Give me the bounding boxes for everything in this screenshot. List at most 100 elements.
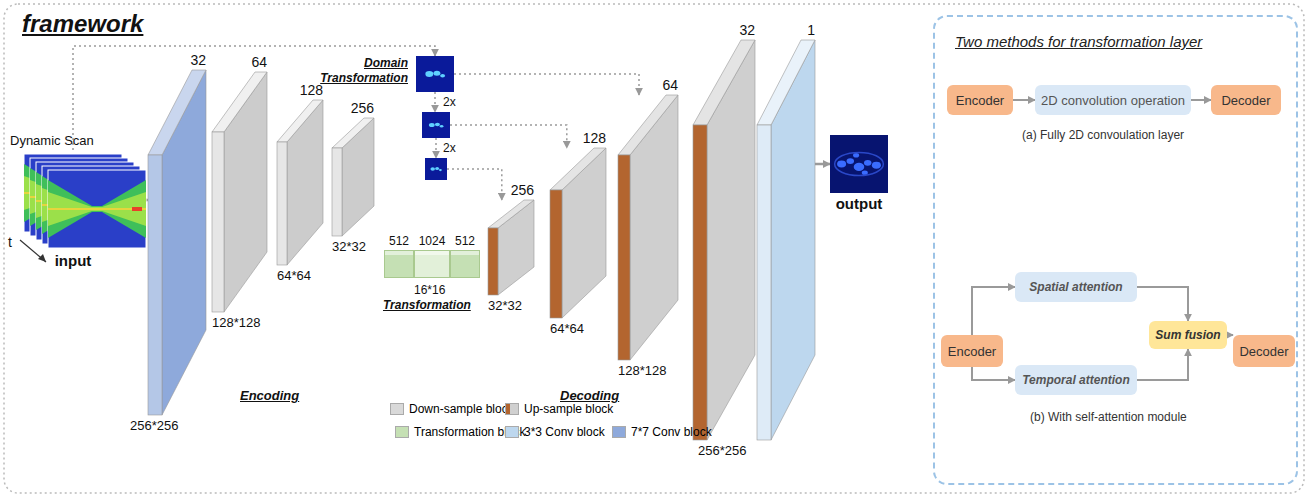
block-front [550,190,562,318]
diagram-title: framework [22,10,143,38]
block-shape [488,200,534,295]
block-front [148,155,162,415]
feature-size: 128*128 [212,315,260,330]
channel-count: 32 [190,52,206,68]
sinogram-frame [48,170,146,248]
connector [1137,349,1188,380]
process-box: 2D convolution operation [1035,85,1191,115]
image-spot [847,158,855,164]
pet-image [830,135,888,193]
frame-line [48,208,146,210]
box-label: Spatial attention [1029,280,1122,294]
legend-swatch [612,426,626,438]
box-label: Encoder [956,93,1004,108]
pet-image [416,56,454,92]
annotation: (b) With self-attention module [1030,410,1187,424]
connector [1137,287,1188,321]
legend-item: 3*3 Conv block [505,425,605,439]
layer-block: 32256*256 [148,70,206,415]
frame-core [48,192,146,226]
time-arrowhead [38,254,46,262]
image-ground [422,112,450,138]
connector [435,138,437,158]
scale-label: 2x [443,141,456,155]
image-spot [429,123,435,127]
legend-text: 3*3 Conv block [524,425,605,439]
legend-swatch [505,426,519,438]
annotation: 16*16 [414,283,445,297]
feature-size: 128*128 [618,363,666,378]
channel-count: 64 [251,54,267,70]
layer-block: 32256*256 [693,40,755,440]
connector [972,287,1015,335]
feature-size: 64*64 [277,268,311,283]
annotation: Encoding [240,388,299,403]
legend-swatch [505,403,519,415]
box-label: Sum fusion [1155,328,1220,342]
image-spot [430,167,435,171]
connector [1227,334,1233,336]
frame-band [48,180,146,238]
channel-count: 128 [583,130,606,146]
image-node: 2x [422,112,450,138]
process-box: Sum fusion [1149,321,1227,349]
pet-image [425,158,447,180]
box-label: Decoder [1239,344,1288,359]
image-node: 2x [425,158,447,180]
block-shape [212,72,267,312]
channel-count: 512 [451,234,479,248]
legend-text: 7*7 Conv block [631,425,712,439]
connector [1191,99,1211,101]
block-front [757,125,771,440]
legend-item: 7*7 Conv block [612,425,712,439]
channel-count: 1 [807,22,815,38]
transformation-block: 512 [450,250,480,278]
image-spot [439,169,442,171]
block-top [488,200,534,228]
domain-label: Domain Transformation [316,56,408,86]
layer-block: 64128*128 [618,95,678,360]
feature-size: 256*256 [698,443,746,458]
process-box: Spatial attention [1015,272,1137,302]
block-front [488,228,498,295]
image-node: Domain Transformation [416,56,454,92]
feature-size: 256*256 [130,418,178,433]
frame-ground [48,170,146,248]
block-front [332,148,342,236]
annotation: Decoding [560,388,619,403]
layer-block: 64128*128 [212,72,267,312]
layer-block: 1 [757,40,815,440]
block-shape [757,40,815,440]
layer-block: 12864*64 [550,148,606,318]
process-box: Encoder [947,85,1013,115]
block-top [212,72,267,132]
block-top [148,70,206,155]
image-spot [425,71,433,77]
image-node: Dynamic Scaninput [8,150,138,250]
process-box: Decoder [1211,85,1281,115]
image-spot [853,153,859,158]
image-spot [837,161,846,168]
layer-block: 25632*32 [488,200,534,295]
connector [815,163,830,166]
legend-item: Down-sample block [390,402,514,416]
image-spot [440,74,445,78]
process-box: Encoder [941,335,1003,367]
image-ground [425,158,447,180]
legend-swatch [395,426,409,438]
layer-block: 25632*32 [332,118,374,236]
connector [972,367,1015,380]
input-caption: Dynamic Scan [10,133,94,148]
process-box: Decoder [1233,335,1295,367]
layer-block: 12864*64 [277,100,323,265]
image-node: output [830,135,888,193]
block-front [693,125,707,440]
box-label: Temporal attention [1022,373,1130,387]
block-top [332,118,374,148]
block-shape [618,95,678,360]
image-spot [435,167,439,170]
block-shape [693,40,755,440]
block-shape [148,70,206,415]
block-front [277,142,287,265]
channel-count: 256 [511,182,534,198]
